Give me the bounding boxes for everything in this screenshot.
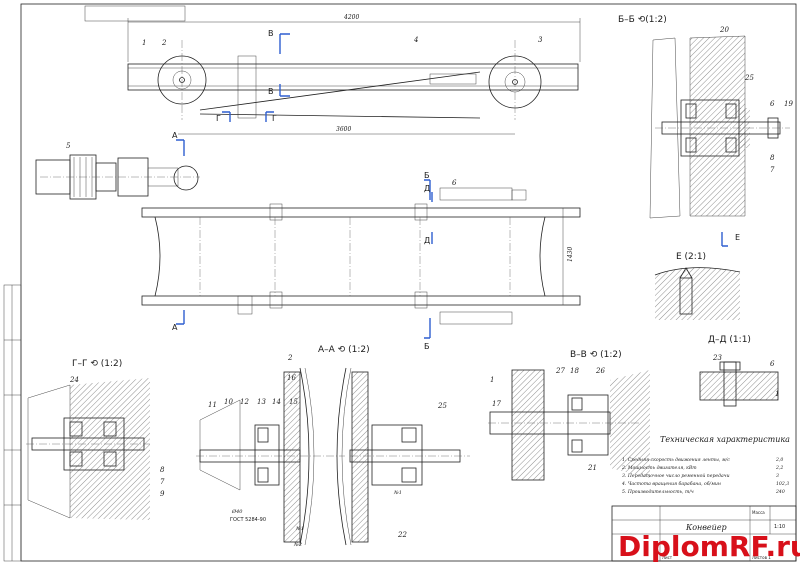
technical-specs: Техническая характеристика 1. Средняя ск… <box>621 435 790 495</box>
spec-value-1: 2,0 <box>775 457 783 463</box>
callout-4: 4 <box>413 36 418 44</box>
plane-a-bottom: А <box>172 323 178 332</box>
aa-gost-note: ГОСТ 5284-90 <box>230 517 266 523</box>
gg-callout-8: 8 <box>160 466 165 474</box>
plane-b-bottom: Б <box>424 342 430 351</box>
section-dd: Д–Д (1:1) 23 6 1 <box>699 335 779 407</box>
spec-label-2: 2. Мощность двигателя, кВт <box>621 465 697 471</box>
dimension-mid-length: 3600 <box>336 126 351 133</box>
aa-callout-12: 12 <box>240 398 249 406</box>
section-gg-title: Г–Г ⟲ (1:2) <box>72 359 122 369</box>
spec-label-4: 4. Частота вращения барабана, об/мин <box>621 480 721 487</box>
bb-callout-7: 7 <box>770 166 775 174</box>
spec-value-4: 102,3 <box>776 481 789 487</box>
aa-callout-16: 16 <box>287 374 296 382</box>
plane-g-right: Г <box>272 114 277 123</box>
vv-callout-17: 17 <box>492 400 501 408</box>
title-block-scale: 1:10 <box>774 524 785 530</box>
bb-callout-6: 6 <box>770 100 775 108</box>
vv-callout-21: 21 <box>587 464 597 472</box>
section-bb: Б–Б ⟲(1:2) 20 25 6 19 8 7 Е <box>618 15 793 247</box>
bb-callout-25: 25 <box>744 74 754 82</box>
title-block-sheet: Лист <box>662 555 673 560</box>
plane-b-top: Б <box>424 171 430 180</box>
section-dd-title: Д–Д (1:1) <box>708 335 751 345</box>
callout-1: 1 <box>142 39 146 47</box>
spec-value-3: 3 <box>776 473 779 479</box>
plane-d-bottom: Д <box>424 236 430 245</box>
top-view: 4200 3600 1 2 3 4 В В Г Г <box>127 14 581 135</box>
section-gg: Г–Г ⟲ (1:2) 24 8 7 9 <box>26 359 165 520</box>
aa-n-mark-3: №2 <box>293 542 302 548</box>
vv-callout-1: 1 <box>490 376 494 384</box>
detail-e: Е (2:1) <box>654 252 741 320</box>
title-block-mass: Масса <box>752 510 765 515</box>
aa-callout-15: 15 <box>289 398 298 406</box>
section-bb-title: Б–Б ⟲(1:2) <box>618 15 667 25</box>
plane-v-bottom: В <box>268 87 274 96</box>
callout-5: 5 <box>66 142 71 150</box>
vv-callout-26: 26 <box>595 367 605 375</box>
dd-callout-23: 23 <box>712 354 722 362</box>
plane-d-top: Д <box>424 184 430 193</box>
spec-label-1: 1. Средняя скорость движения ленты, м/с <box>622 457 730 463</box>
section-vv: В–В ⟲ (1:2) 1 17 27 18 26 21 <box>488 350 650 481</box>
aa-shaft-label: Ø40 <box>231 508 243 515</box>
vv-callout-27: 27 <box>555 367 565 375</box>
bb-plane-e: Е <box>735 233 740 242</box>
aa-callout-14: 14 <box>272 398 281 406</box>
detail-e-title: Е (2:1) <box>676 252 706 262</box>
aa-callout-10: 10 <box>224 398 233 406</box>
gg-callout-24: 24 <box>69 376 79 384</box>
callout-3: 3 <box>538 36 543 44</box>
watermark: DiplomRF.ru <box>618 530 800 563</box>
aa-n-mark-1: №1 <box>295 526 304 532</box>
spec-label-3: 3. Передаточное число ременной передачи <box>622 473 730 479</box>
title-block: Конвейер Масса 1:10 Лист Листов 1 <box>611 505 797 562</box>
drive-unit: 5 А <box>35 131 200 200</box>
section-aa-title: А–А ⟲ (1:2) <box>318 345 370 355</box>
gg-callout-9: 9 <box>160 490 165 498</box>
callout-2: 2 <box>161 39 167 47</box>
bb-callout-19: 19 <box>784 100 793 108</box>
aa-callout-25: 25 <box>437 402 447 410</box>
aa-callout-13: 13 <box>257 398 266 406</box>
spec-label-5: 5. Производительность, т/ч <box>622 489 694 495</box>
gg-callout-7: 7 <box>160 478 165 486</box>
plane-a-top: А <box>172 131 178 140</box>
callout-6: 6 <box>452 179 457 187</box>
main-view: 1430 6 Б Б Д Д А <box>141 171 581 351</box>
spec-value-2: 2,2 <box>775 465 783 471</box>
drawing-frame <box>20 3 797 562</box>
spec-value-5: 240 <box>775 489 785 495</box>
dd-callout-6: 6 <box>770 360 775 368</box>
plane-g-left: Г <box>216 114 221 123</box>
vv-callout-18: 18 <box>570 367 579 375</box>
aa-callout-2: 2 <box>287 354 293 362</box>
section-vv-title: В–В ⟲ (1:2) <box>570 350 622 360</box>
section-aa: А–А ⟲ (1:2) 2 11 10 12 13 14 15 16 25 22… <box>196 345 470 548</box>
aa-n-mark-2: №1 <box>393 490 402 496</box>
dd-callout-1: 1 <box>775 390 779 398</box>
plane-v-top: В <box>268 29 274 38</box>
bb-callout-20: 20 <box>719 26 729 34</box>
bb-callout-8: 8 <box>770 154 775 162</box>
title-block-name: Конвейер <box>685 523 727 532</box>
specs-title: Техническая характеристика <box>660 435 790 444</box>
aa-callout-11: 11 <box>208 401 217 409</box>
dimension-top-length: 4200 <box>343 14 359 21</box>
title-block-sheets: Листов 1 <box>752 555 771 560</box>
aa-callout-22: 22 <box>397 531 407 539</box>
dimension-height: 1430 <box>567 247 574 262</box>
